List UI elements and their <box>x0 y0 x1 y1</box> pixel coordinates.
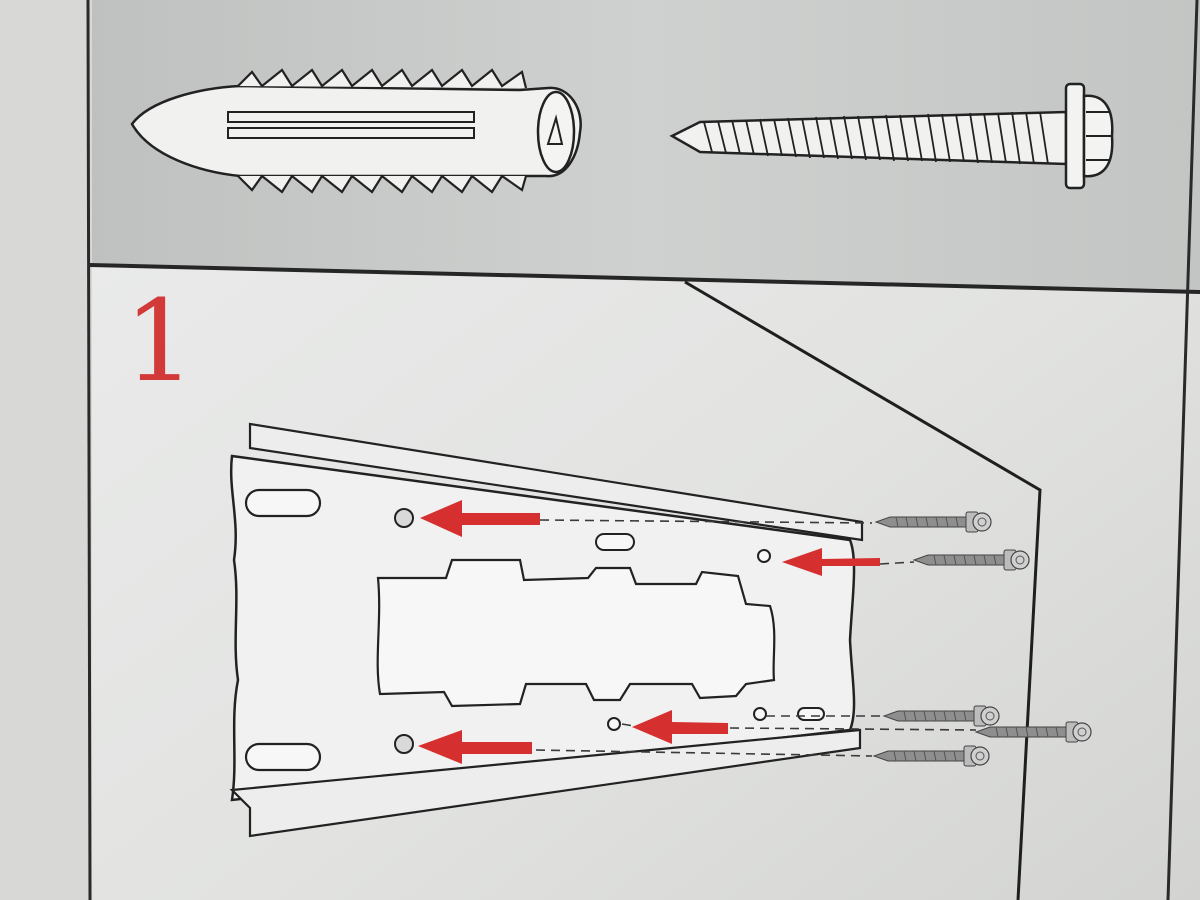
wall-anchor-icon <box>130 68 582 194</box>
guide-line <box>879 561 915 565</box>
arrow-icon <box>632 710 728 744</box>
right-frame-line <box>1166 0 1199 900</box>
left-frame-line <box>86 0 92 900</box>
guide-line <box>539 519 873 524</box>
guide-line <box>535 749 873 757</box>
arrow-icon <box>782 548 880 576</box>
left-margin <box>0 0 92 900</box>
guide-line <box>729 727 977 731</box>
guide-line <box>621 723 635 727</box>
guide-lines <box>535 519 977 757</box>
step-number: 1 <box>124 277 196 407</box>
panel-divider-line <box>89 263 1200 294</box>
wall-outline <box>684 280 1042 900</box>
arrow-icon <box>420 500 540 537</box>
arrow-icon <box>418 730 532 764</box>
lag-screw-icon <box>669 82 1114 190</box>
direction-arrows <box>418 500 880 764</box>
wall-plate-icon <box>229 422 864 838</box>
